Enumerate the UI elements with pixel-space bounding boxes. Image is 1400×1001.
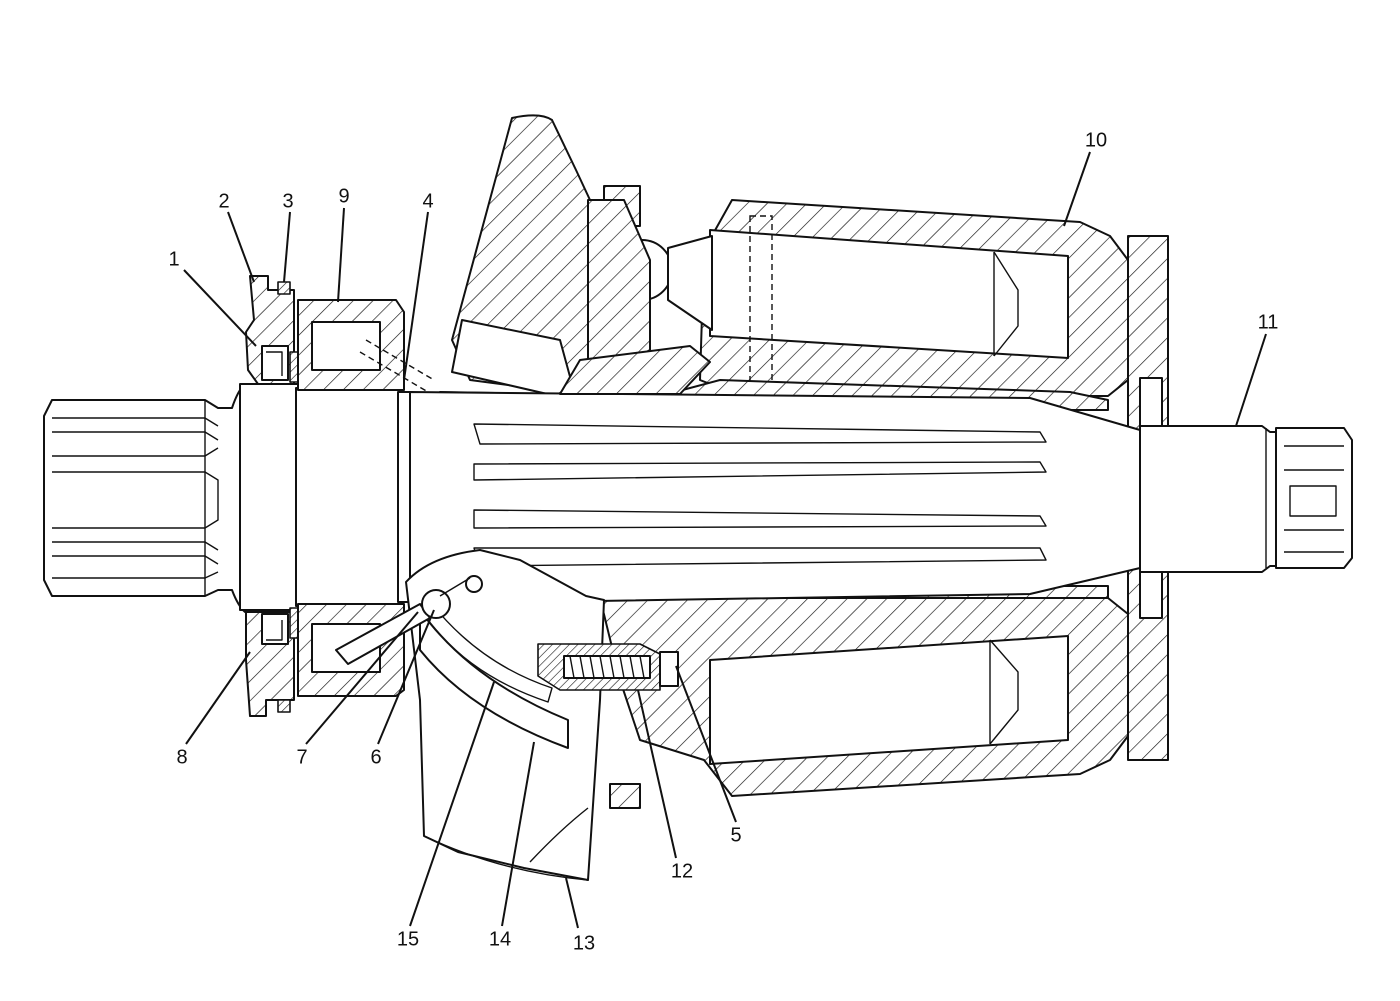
leader-12 (637, 689, 677, 859)
callout-9: 9 (338, 185, 349, 207)
callout-2: 2 (218, 190, 229, 212)
shaft-seal-assembly (245, 275, 303, 717)
piston-lower (709, 635, 1069, 765)
drive-shaft-spline-end (43, 383, 246, 613)
leader-13 (565, 877, 579, 929)
leader-5 (675, 665, 737, 823)
callout-7: 7 (296, 746, 307, 768)
callout-3: 3 (282, 190, 293, 212)
swashplate-cradle (335, 549, 679, 881)
output-shaft-spline (1275, 427, 1353, 569)
leader-1 (183, 269, 257, 347)
shaft-seal-lower (261, 613, 289, 645)
control-ball-6 (421, 589, 451, 619)
drive-shaft-spline-teeth (52, 400, 219, 596)
leader-15 (409, 681, 495, 927)
leader-9 (337, 207, 345, 303)
leader-4 (403, 211, 429, 381)
drive-shaft-journal (239, 383, 299, 611)
callout-1: 1 (168, 248, 179, 270)
leader-8 (185, 651, 251, 745)
washer-5 (659, 651, 679, 687)
drive-shaft (43, 383, 413, 613)
callout-6: 6 (370, 746, 381, 768)
lube-passage (359, 339, 435, 393)
leader-14 (501, 741, 535, 927)
output-shaft (1139, 425, 1353, 573)
leader-11 (1235, 333, 1267, 427)
callout-4: 4 (422, 190, 433, 212)
retainer-ring-bottom (609, 783, 641, 809)
drive-shaft-body (295, 387, 401, 607)
callout-14: 14 (489, 928, 511, 950)
callout-15: 15 (397, 928, 419, 950)
shaft-seal-upper (261, 345, 289, 381)
callout-8: 8 (176, 746, 187, 768)
swashplate-upper (451, 114, 591, 397)
retaining-ring-lower (277, 699, 291, 713)
retaining-ring-upper (277, 281, 291, 295)
callout-10: 10 (1085, 129, 1107, 151)
leader-7 (305, 611, 419, 745)
leader-6 (377, 609, 435, 745)
leader-2 (227, 211, 255, 283)
callout-11: 11 (1258, 311, 1279, 333)
cradle-bearing-15 (427, 603, 553, 703)
callout-labels: 1 2 3 4 5 6 7 8 9 10 11 12 13 14 15 (168, 129, 1278, 954)
callout-12: 12 (671, 860, 693, 882)
leader-10 (1063, 151, 1091, 227)
callout-5: 5 (730, 824, 741, 846)
hold-down-plate (559, 345, 711, 395)
callout-13: 13 (573, 932, 595, 954)
roller-bearing-upper (311, 321, 381, 371)
leader-lines (183, 151, 1267, 929)
bolt-thread (563, 655, 651, 679)
leader-3 (283, 211, 291, 283)
center-spline-shaft (409, 391, 1141, 605)
